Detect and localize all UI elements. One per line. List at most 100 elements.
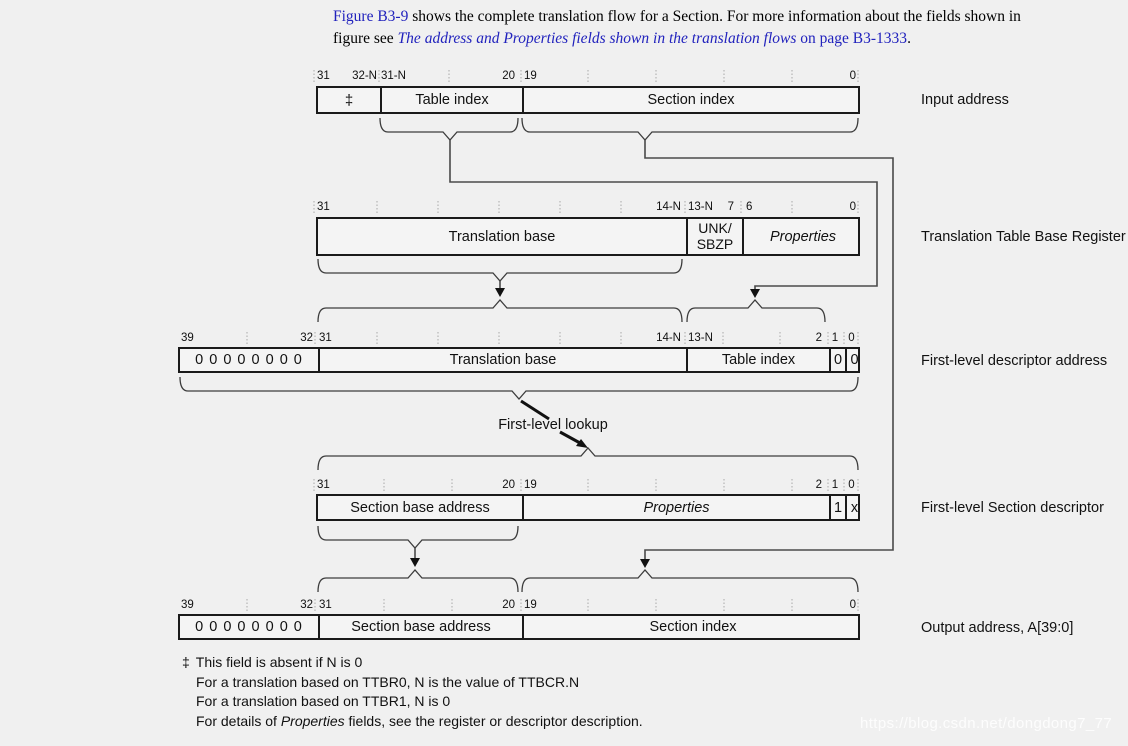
field-zero-bit-0: 0 xyxy=(845,349,862,371)
bit-39: 39 xyxy=(181,599,194,611)
field-unk-sbzp: UNK/ SBZP xyxy=(686,219,742,254)
footnote-line-3: For a translation based on TTBR1, N is 0 xyxy=(196,693,451,709)
bit-0: 0 xyxy=(848,479,855,491)
footnote-line-2: For a translation based on TTBR0, N is t… xyxy=(196,674,580,690)
field-properties: Properties xyxy=(742,219,862,254)
bit-14-N: 14-N xyxy=(656,201,681,213)
field-bit1-value: 1 xyxy=(829,496,845,519)
arrowhead-table-index xyxy=(750,289,760,298)
bit-0: 0 xyxy=(849,201,856,213)
brace-ttbr-translation-base xyxy=(317,258,683,282)
field-translation-base: Translation base xyxy=(318,349,686,371)
register-output-address: 0 0 0 0 0 0 0 0 Section base address Sec… xyxy=(178,614,860,640)
register-ttbr: Translation base UNK/ SBZP Properties xyxy=(316,217,860,256)
field-high-zeros: 0 0 0 0 0 0 0 0 xyxy=(195,352,303,368)
field-table-index: Table index xyxy=(380,88,522,112)
field-high-zeros: 0 0 0 0 0 0 0 0 xyxy=(195,619,303,635)
field-bit0-value: x xyxy=(845,496,862,519)
brace-descriptor-section-base xyxy=(317,525,519,549)
brace-descriptor-addr-full xyxy=(179,376,859,400)
bit-0: 0 xyxy=(849,70,856,82)
bit-19: 19 xyxy=(524,479,537,491)
field-section-index: Section index xyxy=(522,88,858,112)
bit-31: 31 xyxy=(317,201,330,213)
xref-page-link[interactable]: on page B3-1333 xyxy=(796,29,908,47)
route-table-index xyxy=(449,140,878,291)
row-label-first-level-section-descriptor: First-level Section descriptor xyxy=(921,500,1104,516)
bit-2: 2 xyxy=(815,332,822,344)
brace-input-table-index xyxy=(379,117,519,141)
footnote-line-1: ‡ This field is absent if N is 0 xyxy=(182,654,362,670)
intro-paragraph: Figure B3-9 shows the complete translati… xyxy=(333,6,1021,49)
bit-20: 20 xyxy=(502,599,515,611)
bit-1: 1 xyxy=(831,332,839,344)
xref-link[interactable]: The address and Properties fields shown … xyxy=(397,29,797,47)
bit-0: 0 xyxy=(848,332,855,344)
field-zero-bit-1: 0 xyxy=(829,349,845,371)
field-properties: Properties xyxy=(522,496,829,519)
bit-19: 19 xyxy=(524,70,537,82)
bit-31: 31 xyxy=(319,332,332,344)
register-first-level-descriptor-address: 0 0 0 0 0 0 0 0 Translation base Table i… xyxy=(178,347,860,373)
arrowhead-section-index xyxy=(640,559,650,568)
row-label-ttbr: Translation Table Base Register xyxy=(921,229,1126,245)
bit-19: 19 xyxy=(524,599,537,611)
watermark: https://blog.csdn.net/dongdong7_77 xyxy=(860,715,1113,732)
arrowhead-section-base xyxy=(410,558,420,567)
bit-6: 6 xyxy=(746,201,753,213)
arrowhead-translation-base xyxy=(495,288,505,297)
row-label-first-level-descriptor-address: First-level descriptor address xyxy=(921,353,1108,369)
bit-32-N: 32-N xyxy=(352,70,377,82)
row-label-output-address: Output address, A[39:0] xyxy=(921,620,1074,636)
row-label-input-address: Input address xyxy=(921,92,1009,108)
brace-target-output-section-index xyxy=(521,569,859,593)
field-translation-base: Translation base xyxy=(448,228,556,245)
footnote-text-1: This field is absent if N is 0 xyxy=(195,654,363,670)
bit-20: 20 xyxy=(502,479,515,491)
bit-13-N: 13-N xyxy=(688,201,713,213)
bit-32: 32 xyxy=(300,332,313,344)
brace-target-output-section-base xyxy=(317,569,519,593)
brace-target-descriptor-addr-table-index xyxy=(686,299,826,323)
field-section-index: Section index xyxy=(522,616,862,638)
bit-0: 0 xyxy=(849,599,856,611)
bit-20: 20 xyxy=(502,70,515,82)
brace-target-section-descriptor-full xyxy=(317,447,859,471)
lookup-arrow-lower-segment xyxy=(559,430,581,445)
bit-tick-marks xyxy=(246,70,859,613)
intro-text-2: figure see xyxy=(333,29,398,47)
bit-31: 31 xyxy=(319,599,332,611)
bit-2: 2 xyxy=(815,479,822,491)
field-unk-sbzp-line1: UNK/ xyxy=(698,220,732,236)
register-first-level-section-descriptor: Section base address Properties 1 x xyxy=(316,494,860,521)
intro-line-2: figure see The address and Properties fi… xyxy=(333,28,1021,50)
field-unk-sbzp-line2: SBZP xyxy=(696,235,734,252)
brace-target-descriptor-addr-translation-base xyxy=(317,299,683,323)
bit-31: 31 xyxy=(317,70,330,82)
intro-text-3: . xyxy=(907,29,911,47)
field-absent-marker: ‡ xyxy=(344,91,354,109)
field-section-base-address: Section base address xyxy=(350,499,490,516)
footnote-text-4b: fields, see the register or descriptor d… xyxy=(344,713,643,729)
intro-text-1: shows the complete translation flow for … xyxy=(408,8,1021,25)
lookup-arrowhead xyxy=(576,439,588,448)
first-level-lookup-label: First-level lookup xyxy=(498,417,608,433)
footnote-marker: ‡ xyxy=(182,654,190,670)
field-section-base-address: Section base address xyxy=(318,616,522,638)
bit-31: 31 xyxy=(317,479,330,491)
bit-7: 7 xyxy=(727,201,734,213)
bit-39: 39 xyxy=(181,332,194,344)
brace-input-section-index xyxy=(521,117,859,141)
footnote-properties-italic: Properties xyxy=(280,713,345,729)
bit-32: 32 xyxy=(300,599,313,611)
footnote-line-4: For details of Properties fields, see th… xyxy=(196,713,643,729)
intro-line-1: Figure B3-9 shows the complete translati… xyxy=(333,6,1021,28)
register-input-address: ‡ Table index Section index xyxy=(316,86,860,114)
bit-13-N: 13-N xyxy=(688,332,713,344)
footnote-text-4a: For details of xyxy=(196,713,281,729)
bit-14-N: 14-N xyxy=(656,332,681,344)
figure-link[interactable]: Figure B3-9 xyxy=(333,8,409,25)
field-table-index: Table index xyxy=(686,349,829,371)
bit-31-N: 31-N xyxy=(381,70,406,82)
